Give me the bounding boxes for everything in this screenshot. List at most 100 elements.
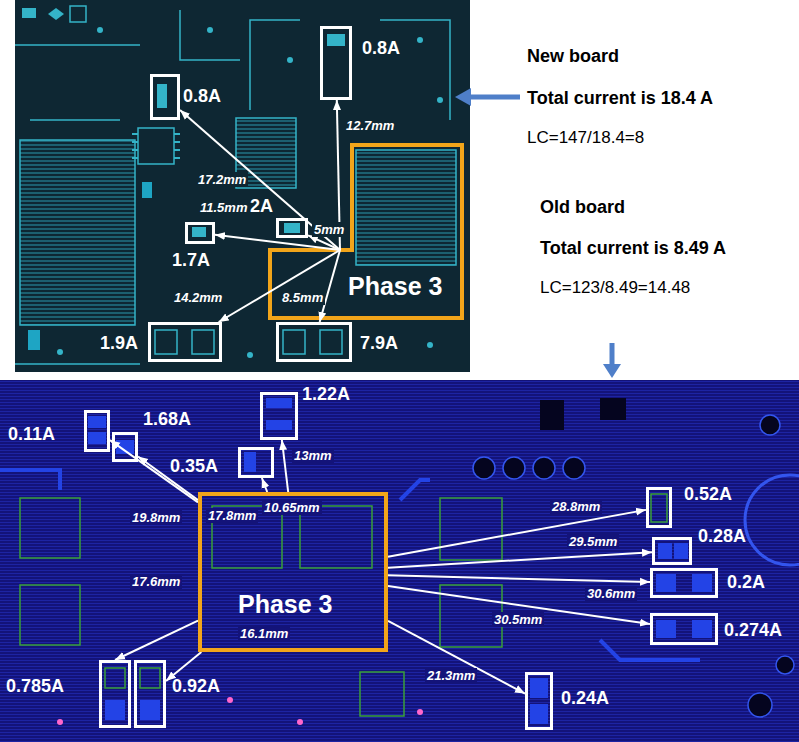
pcb-trace <box>30 119 120 121</box>
old-board-pcb <box>0 380 799 742</box>
distance-label: 17.8mm <box>206 508 258 523</box>
phase-region: Phase 3 <box>270 250 462 318</box>
via <box>563 457 585 479</box>
pointer-arrow <box>468 95 520 100</box>
pcb-trace <box>380 20 450 120</box>
lc-ratio: LC=123/8.49=14.48 <box>540 278 690 298</box>
pcb-component <box>540 400 564 430</box>
pcb-trace <box>250 20 300 110</box>
current-label: 0.52A <box>684 484 732 504</box>
pcb-pad <box>674 543 688 559</box>
current-label: 1.68A <box>143 409 191 429</box>
distance-arrow <box>219 250 340 322</box>
current-label: 0.274A <box>724 620 782 640</box>
phase-label: Phase 3 <box>238 590 333 618</box>
measure-box: 0.28A <box>652 537 692 565</box>
pcb-pad <box>88 432 106 444</box>
via <box>473 457 495 479</box>
measure-box: 1.9A <box>148 322 222 362</box>
pcb-pad <box>244 452 256 472</box>
distance-label: 12.7mm <box>344 118 396 133</box>
pcb-pad <box>88 416 106 428</box>
distance-arrow <box>262 478 267 492</box>
ic-chip <box>138 128 174 164</box>
via <box>427 342 433 348</box>
current-label: 0.35A <box>170 456 218 476</box>
component-outline <box>440 498 502 560</box>
pcb-trace <box>15 44 140 46</box>
pcb-trace <box>0 470 60 490</box>
new-board-pcb <box>15 0 470 372</box>
distance-label: 29.5mm <box>567 534 619 549</box>
board-heading: New board <box>527 46 619 66</box>
test-point <box>57 719 63 725</box>
pcb-pad <box>105 700 125 720</box>
distance-label: 8.5mm <box>280 290 325 305</box>
distance-label: 17.6mm <box>130 574 182 589</box>
current-label: 0.11A <box>8 424 55 444</box>
pointer-arrow <box>610 343 615 366</box>
via <box>437 97 443 103</box>
component-outline <box>20 585 80 645</box>
measure-box: 0.92A <box>134 660 166 728</box>
distance-arrow <box>308 235 340 250</box>
pcb-pad <box>692 574 712 592</box>
current-label: 1.7A <box>172 250 210 270</box>
pcb-component <box>600 398 626 420</box>
board-heading: Old board <box>540 197 625 217</box>
pcb-component <box>142 182 152 198</box>
pcb-trace <box>15 363 140 365</box>
component-outline <box>360 672 404 716</box>
distance-arrow <box>388 575 650 582</box>
pcb-trace <box>180 10 240 60</box>
via <box>776 656 794 674</box>
measure-box: 0.35A <box>238 447 274 478</box>
ic-pins <box>132 134 180 158</box>
via <box>287 57 293 63</box>
pcb-trace <box>400 480 430 500</box>
distance-label: 16.1mm <box>238 626 290 641</box>
distance-label: 30.5mm <box>492 612 544 627</box>
distance-label: 17.2mm <box>196 172 248 187</box>
via <box>57 349 63 355</box>
mounting-hole <box>745 475 799 565</box>
measure-box: 0.274A <box>650 613 718 645</box>
pcb-pad <box>284 223 300 233</box>
current-label: 2A <box>250 196 273 216</box>
phase-outline <box>270 145 462 318</box>
pcb-pad <box>658 543 672 559</box>
pcb-pad <box>320 330 342 354</box>
distance-label: 19.8mm <box>130 510 182 525</box>
copper-pour <box>356 150 456 265</box>
distance-arrow <box>388 510 646 557</box>
pcb-pad <box>656 574 676 592</box>
pcb-component <box>22 8 36 18</box>
current-label: 0.8A <box>362 38 400 58</box>
measure-box: 0.785A <box>99 660 131 728</box>
total-current: Total current is 8.49 A <box>540 238 726 258</box>
pcb-pad <box>656 620 676 638</box>
current-label: 1.9A <box>100 333 138 353</box>
distance-label: 10.65mm <box>262 500 322 515</box>
test-point <box>417 709 423 715</box>
pcb-component <box>48 8 64 20</box>
current-label: 7.9A <box>360 333 398 353</box>
measure-box: 0.2A <box>650 568 718 598</box>
via <box>97 27 103 33</box>
pcb-pad <box>192 227 206 237</box>
total-current: Total current is 18.4 A <box>527 88 713 108</box>
pcb-pad <box>530 704 548 724</box>
via <box>748 693 772 717</box>
phase-label: Phase 3 <box>348 272 443 300</box>
via <box>533 457 555 479</box>
distance-label: 28.8mm <box>550 499 602 514</box>
pcb-pad <box>266 398 292 408</box>
pcb-pad <box>140 668 160 688</box>
pcb-pad <box>327 34 345 46</box>
pointer-arrowhead <box>603 364 621 378</box>
pcb-pad <box>105 668 125 688</box>
